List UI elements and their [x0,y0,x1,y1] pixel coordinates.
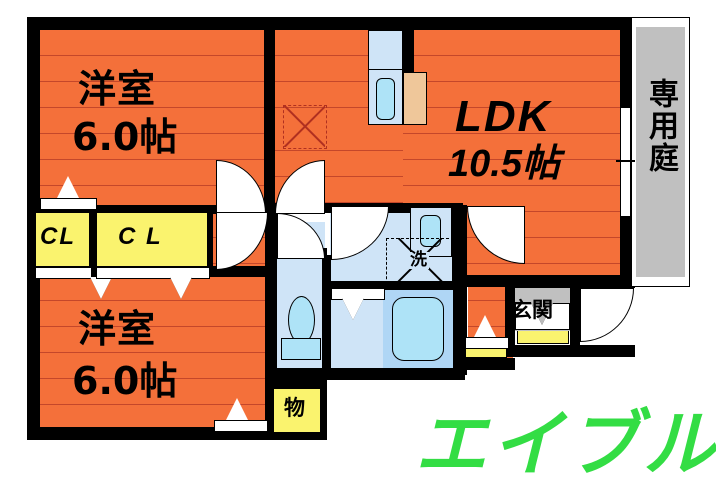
closet-left-label: CL [40,223,76,250]
storage-label: 物 [284,396,305,420]
pillar-cross-icon [283,105,325,147]
corridor-door[interactable] [465,337,509,349]
closet-right-door[interactable] [96,267,210,279]
wall-closet-right [205,205,213,267]
bath-door-marker-icon [342,298,364,320]
garden-label: 専用庭 [643,78,678,174]
closet-right-marker-icon-a [170,277,192,299]
wall-entrance-right [570,287,580,345]
wall-entrance-bottom-2 [505,345,635,357]
garden-door-handle-icon [616,160,635,162]
window-bedroom-top-marker-icon [57,176,79,198]
wall-closet-top [27,205,267,214]
corridor-door-marker-icon [474,315,496,337]
closet-right-box [96,212,208,267]
door-corridor-1[interactable] [277,213,325,259]
closet-right-label: C L [118,223,163,250]
toilet-bowl [288,296,315,344]
shoe-cabinet [517,330,569,344]
window-bedroom-top[interactable] [40,198,97,210]
wall-entrance-top [505,278,635,288]
wall-storage-bottom [265,430,327,440]
toilet-tank [281,338,321,360]
kitchen-sink-upper [368,30,403,70]
garden-sliding-door[interactable] [620,108,631,216]
wall-closet-divider [88,205,97,267]
wall-bath-split [322,281,458,290]
ldk-size: 10.5帖 [448,143,560,185]
bedroom-bottom-label: 洋室 [78,307,157,351]
ldk-label: LDK [455,92,552,141]
closet-left-marker-icon [90,277,112,299]
bedroom-top-size: 6.0帖 [72,115,178,159]
entrance-label: 玄関 [511,298,553,322]
wall-hall-wet [265,205,277,380]
kitchen-counter [403,72,427,125]
wall-kitchen-right [403,17,414,125]
wall-entrance-left [505,287,515,357]
wall-entrance-bottom [455,358,515,370]
brand-watermark: エイブル [415,402,716,486]
floor-plan: 洗 洋室 6.0帖 洋室 [0,0,716,465]
bedroom-bottom-size: 6.0帖 [72,359,178,403]
entrance-door-marker-icon [531,303,553,325]
wall-storage [265,380,327,390]
wall-outer-top [27,17,631,30]
wall-bath-bottom [265,368,465,380]
wall-wet-vert-2 [322,255,331,375]
garden-fill [636,27,685,277]
closet-left-door[interactable] [35,267,92,279]
washer-label: 洗 [408,250,429,270]
door-entrance[interactable] [580,288,634,342]
wall-storage-right [317,380,327,440]
kitchen-sink-basin [376,78,395,120]
wall-storage-left [265,380,275,440]
closet-left-box [35,212,90,267]
wall-bedroom-hall [264,17,275,212]
window-bedroom-bottom-marker-icon [226,398,248,420]
window-bedroom-bottom[interactable] [214,420,268,432]
bathtub [392,297,444,361]
storage-box [273,388,321,433]
bedroom-top-label: 洋室 [78,67,157,111]
wall-outer-left [27,17,40,440]
wall-wet-right [452,205,462,375]
